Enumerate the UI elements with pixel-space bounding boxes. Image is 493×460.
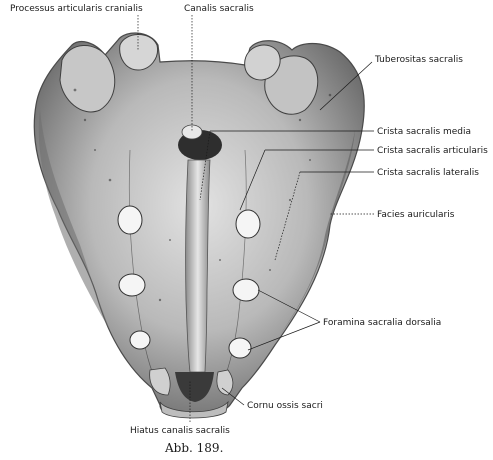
foramen-left-3 — [129, 330, 151, 350]
left-intermediate-crest — [128, 149, 159, 386]
foramen-left-1 — [117, 205, 143, 235]
label-processus-articularis-cranialis: Processus articularis cranialis — [10, 4, 143, 14]
leader-crista-lateralis-down — [274, 171, 301, 261]
coccygeal-apex — [159, 400, 229, 419]
leader-cornu — [221, 387, 245, 406]
label-crista-sacralis-media: Crista sacralis media — [377, 127, 471, 137]
leader-foramina-2 — [247, 321, 321, 351]
label-cornu-ossis-sacri: Cornu ossis sacri — [247, 401, 323, 411]
foramen-right-1 — [235, 209, 261, 239]
label-foramina-sacralia-dorsalia: Foramina sacralia dorsalia — [323, 318, 441, 328]
median-sacral-crest — [185, 159, 211, 373]
leader-crista-articularis-down — [239, 149, 266, 211]
label-hiatus-canalis-sacralis: Hiatus canalis sacralis — [130, 426, 230, 436]
leader-crista-media-down — [199, 130, 211, 201]
leader-tuberositas — [319, 61, 373, 111]
right-sacral-cornu — [216, 369, 234, 396]
right-upper-knob — [244, 44, 281, 81]
foramen-left-2 — [118, 273, 146, 297]
label-crista-sacralis-lateralis: Crista sacralis lateralis — [377, 168, 479, 178]
foramen-right-2 — [232, 278, 260, 302]
sacrum-bone — [33, 32, 365, 419]
foramen-right-3 — [228, 337, 252, 359]
label-tuberositas-sacralis: Tuberositas sacralis — [374, 55, 463, 65]
right-intermediate-crest — [221, 149, 247, 386]
figure-caption: Abb. 189. — [164, 441, 223, 455]
leader-lines — [137, 15, 374, 422]
label-crista-sacralis-articularis: Crista sacralis articularis — [377, 146, 488, 156]
label-facies-auricularis: Facies auricularis — [377, 210, 455, 220]
left-sacral-cornu — [149, 367, 171, 396]
sacral-hiatus — [175, 372, 214, 402]
leader-foramina-1 — [257, 289, 321, 323]
left-articular-process — [59, 45, 116, 113]
bone-texture — [73, 88, 332, 302]
label-canalis-sacralis: Canalis sacralis — [184, 4, 254, 14]
sacral-canal-rim — [181, 124, 203, 140]
